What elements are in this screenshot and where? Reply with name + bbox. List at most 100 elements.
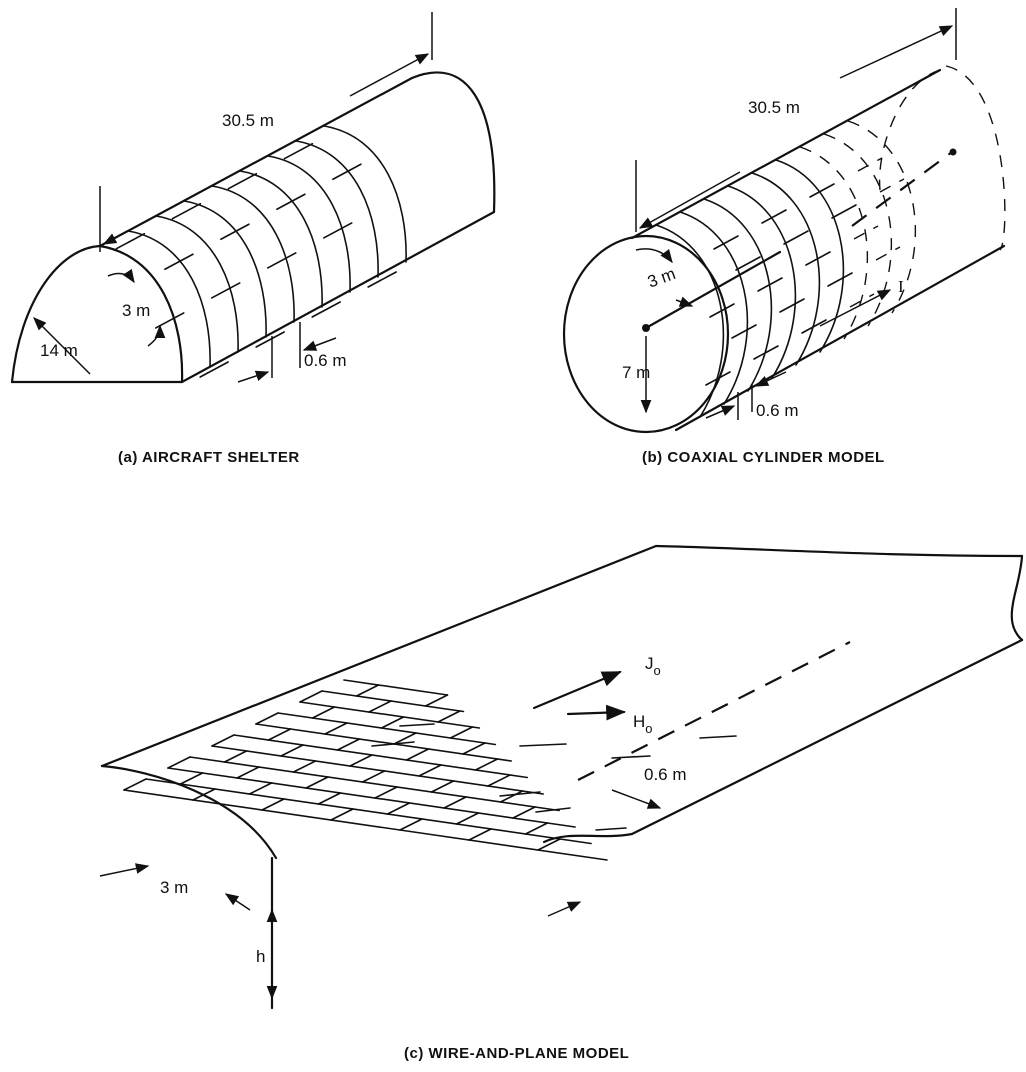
brick-line — [875, 246, 901, 261]
brick-line — [537, 838, 561, 851]
plane-brick-width-label: 0.6 m — [644, 765, 687, 784]
cylinder-radius-label: 7 m — [622, 363, 650, 382]
plane-height-dimension: h — [256, 856, 278, 1010]
brick-line — [239, 170, 323, 308]
brick-line — [210, 282, 241, 299]
brick-line — [809, 183, 835, 198]
brick-line — [424, 694, 449, 707]
cylinder-current-indicator: I — [819, 277, 904, 327]
plane-brick-length-dimension: 3 m — [99, 863, 251, 911]
brick-line — [311, 706, 336, 719]
brick-line — [211, 745, 545, 795]
shelter-length-label: 30.5 m — [222, 111, 274, 130]
brick-line — [437, 710, 461, 723]
brick-line — [261, 798, 285, 811]
panel-c-wire-and-plane: Jo Ho 0.6 m 3 m h (c) WIRE-AND-PLANE MOD… — [99, 544, 1024, 1062]
brick-line — [277, 712, 497, 746]
brick-line — [255, 712, 279, 725]
brick-line — [371, 741, 415, 747]
shelter-brick-width-label: 0.6 m — [304, 351, 347, 370]
brick-line — [199, 361, 229, 378]
cylinder-length-label: 30.5 m — [748, 98, 800, 117]
brick-line — [611, 755, 651, 759]
brick-line — [355, 684, 380, 697]
current-density-label: Jo — [645, 654, 661, 678]
brick-line — [853, 225, 879, 240]
brick-line — [183, 200, 267, 338]
brick-line — [713, 235, 739, 250]
plane-brick-width-dimension: 0.6 m — [547, 765, 687, 917]
brick-line — [468, 828, 492, 841]
plane-brick-pattern — [123, 679, 737, 861]
plane-wire-dashed — [577, 641, 851, 781]
brick-line — [115, 232, 146, 250]
brick-line — [430, 780, 455, 793]
cylinder-brick-width-dimension: 0.6 m — [705, 371, 799, 420]
brick-line — [699, 735, 737, 739]
cylinder-brick-pattern — [655, 120, 917, 418]
brick-line — [311, 301, 341, 318]
brick-line — [487, 774, 511, 787]
brick-line — [305, 776, 329, 789]
brick-line — [189, 756, 560, 812]
brick-line — [154, 312, 185, 329]
brick-line — [455, 812, 480, 825]
brick-line — [283, 142, 314, 160]
shelter-radius-label: 14 m — [40, 341, 78, 360]
shelter-length-dimension: 30.5 m — [99, 12, 433, 252]
brick-line — [349, 754, 373, 767]
cylinder-brick-length-label: 3 m — [645, 264, 678, 292]
brick-line — [399, 818, 423, 831]
plane-field-indicators: Jo Ho — [532, 654, 661, 736]
brick-line — [443, 796, 467, 809]
brick-line — [801, 319, 827, 334]
brick-line — [322, 222, 353, 239]
shelter-radius-dimension: 14 m — [33, 317, 91, 375]
cylinder-current-label: I — [898, 277, 904, 296]
brick-line — [336, 738, 361, 751]
brick-line — [799, 146, 869, 340]
brick-line — [823, 133, 893, 327]
brick-line — [374, 786, 398, 799]
brick-line — [211, 185, 295, 323]
shelter-brick-pattern — [99, 125, 407, 383]
brick-line — [524, 822, 549, 835]
brick-line — [519, 743, 567, 747]
brick-line — [679, 211, 749, 405]
plane-outline — [100, 544, 1024, 860]
shelter-brick-length-dimension: 3 m — [107, 268, 166, 347]
brick-line — [127, 230, 211, 368]
cylinder-brick-width-label: 0.6 m — [756, 401, 799, 420]
brick-line — [227, 172, 258, 190]
brick-line — [367, 271, 397, 288]
brick-line — [831, 204, 857, 219]
brick-line — [499, 791, 541, 797]
brick-line — [655, 224, 725, 418]
brick-line — [849, 293, 875, 308]
brick-line — [323, 125, 407, 263]
brick-line — [192, 788, 216, 801]
brick-line — [164, 253, 194, 271]
brick-line — [276, 193, 306, 211]
brick-line — [330, 808, 354, 821]
panel-a-aircraft-shelter: 30.5 m 14 m 3 m 0.6 m (a) AIRCRAFT SHELT… — [10, 12, 496, 466]
brick-line — [512, 806, 536, 819]
brick-line — [857, 157, 883, 172]
brick-line — [735, 256, 761, 271]
brick-line — [280, 744, 304, 757]
brick-line — [827, 272, 853, 287]
cylinder-brick-length-dimension: 3 m — [635, 248, 694, 307]
brick-line — [267, 728, 292, 741]
plane-height-label: h — [256, 947, 265, 966]
plane-caption: (c) WIRE-AND-PLANE MODEL — [404, 1045, 629, 1062]
brick-line — [757, 277, 783, 292]
cylinder-outline — [562, 65, 1006, 434]
brick-line — [805, 251, 831, 266]
cylinder-caption: (b) COAXIAL CYLINDER MODEL — [642, 449, 885, 466]
brick-line — [324, 722, 348, 735]
brick-line — [332, 163, 362, 181]
brick-line — [123, 789, 608, 861]
brick-line — [386, 802, 411, 815]
brick-line — [233, 734, 529, 779]
